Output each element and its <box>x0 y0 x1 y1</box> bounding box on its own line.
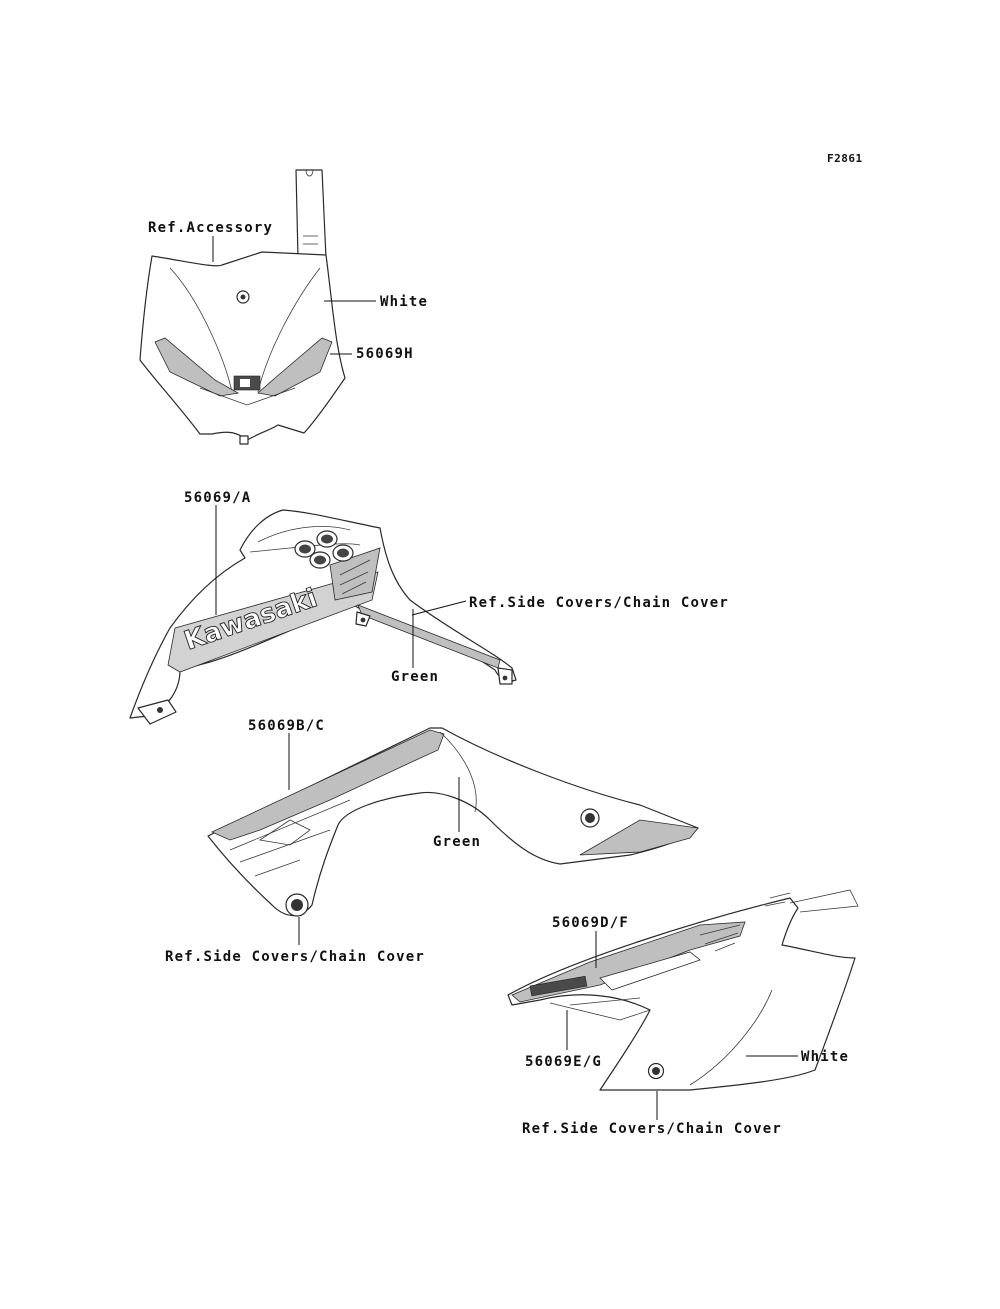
label-56069eg: 56069E/G <box>525 1054 603 1070</box>
label-56069a: 56069/A <box>184 490 252 506</box>
label-ref-accessory: Ref.Accessory <box>148 220 274 236</box>
label-green-shroud: Green <box>391 669 440 685</box>
figure-code: F2861 <box>827 152 863 165</box>
headlight-plate <box>139 169 346 445</box>
radiator-cover <box>207 727 699 917</box>
label-white-headlight: White <box>380 294 429 310</box>
label-white-side: White <box>801 1049 850 1065</box>
label-ref-side-bottom: Ref.Side Covers/Chain Cover <box>522 1121 782 1137</box>
side-cover <box>507 889 859 1091</box>
leader-lines <box>212 236 798 1120</box>
label-green-cover: Green <box>433 834 482 850</box>
label-56069df: 56069D/F <box>552 915 630 931</box>
leader-ref-side-shroud <box>411 600 467 616</box>
label-ref-side-shroud: Ref.Side Covers/Chain Cover <box>469 595 729 611</box>
radiator-shroud: Kawasaki <box>129 509 517 725</box>
label-56069bc: 56069B/C <box>248 718 326 734</box>
label-56069h: 56069H <box>356 346 414 362</box>
label-ref-side-cover: Ref.Side Covers/Chain Cover <box>165 949 425 965</box>
